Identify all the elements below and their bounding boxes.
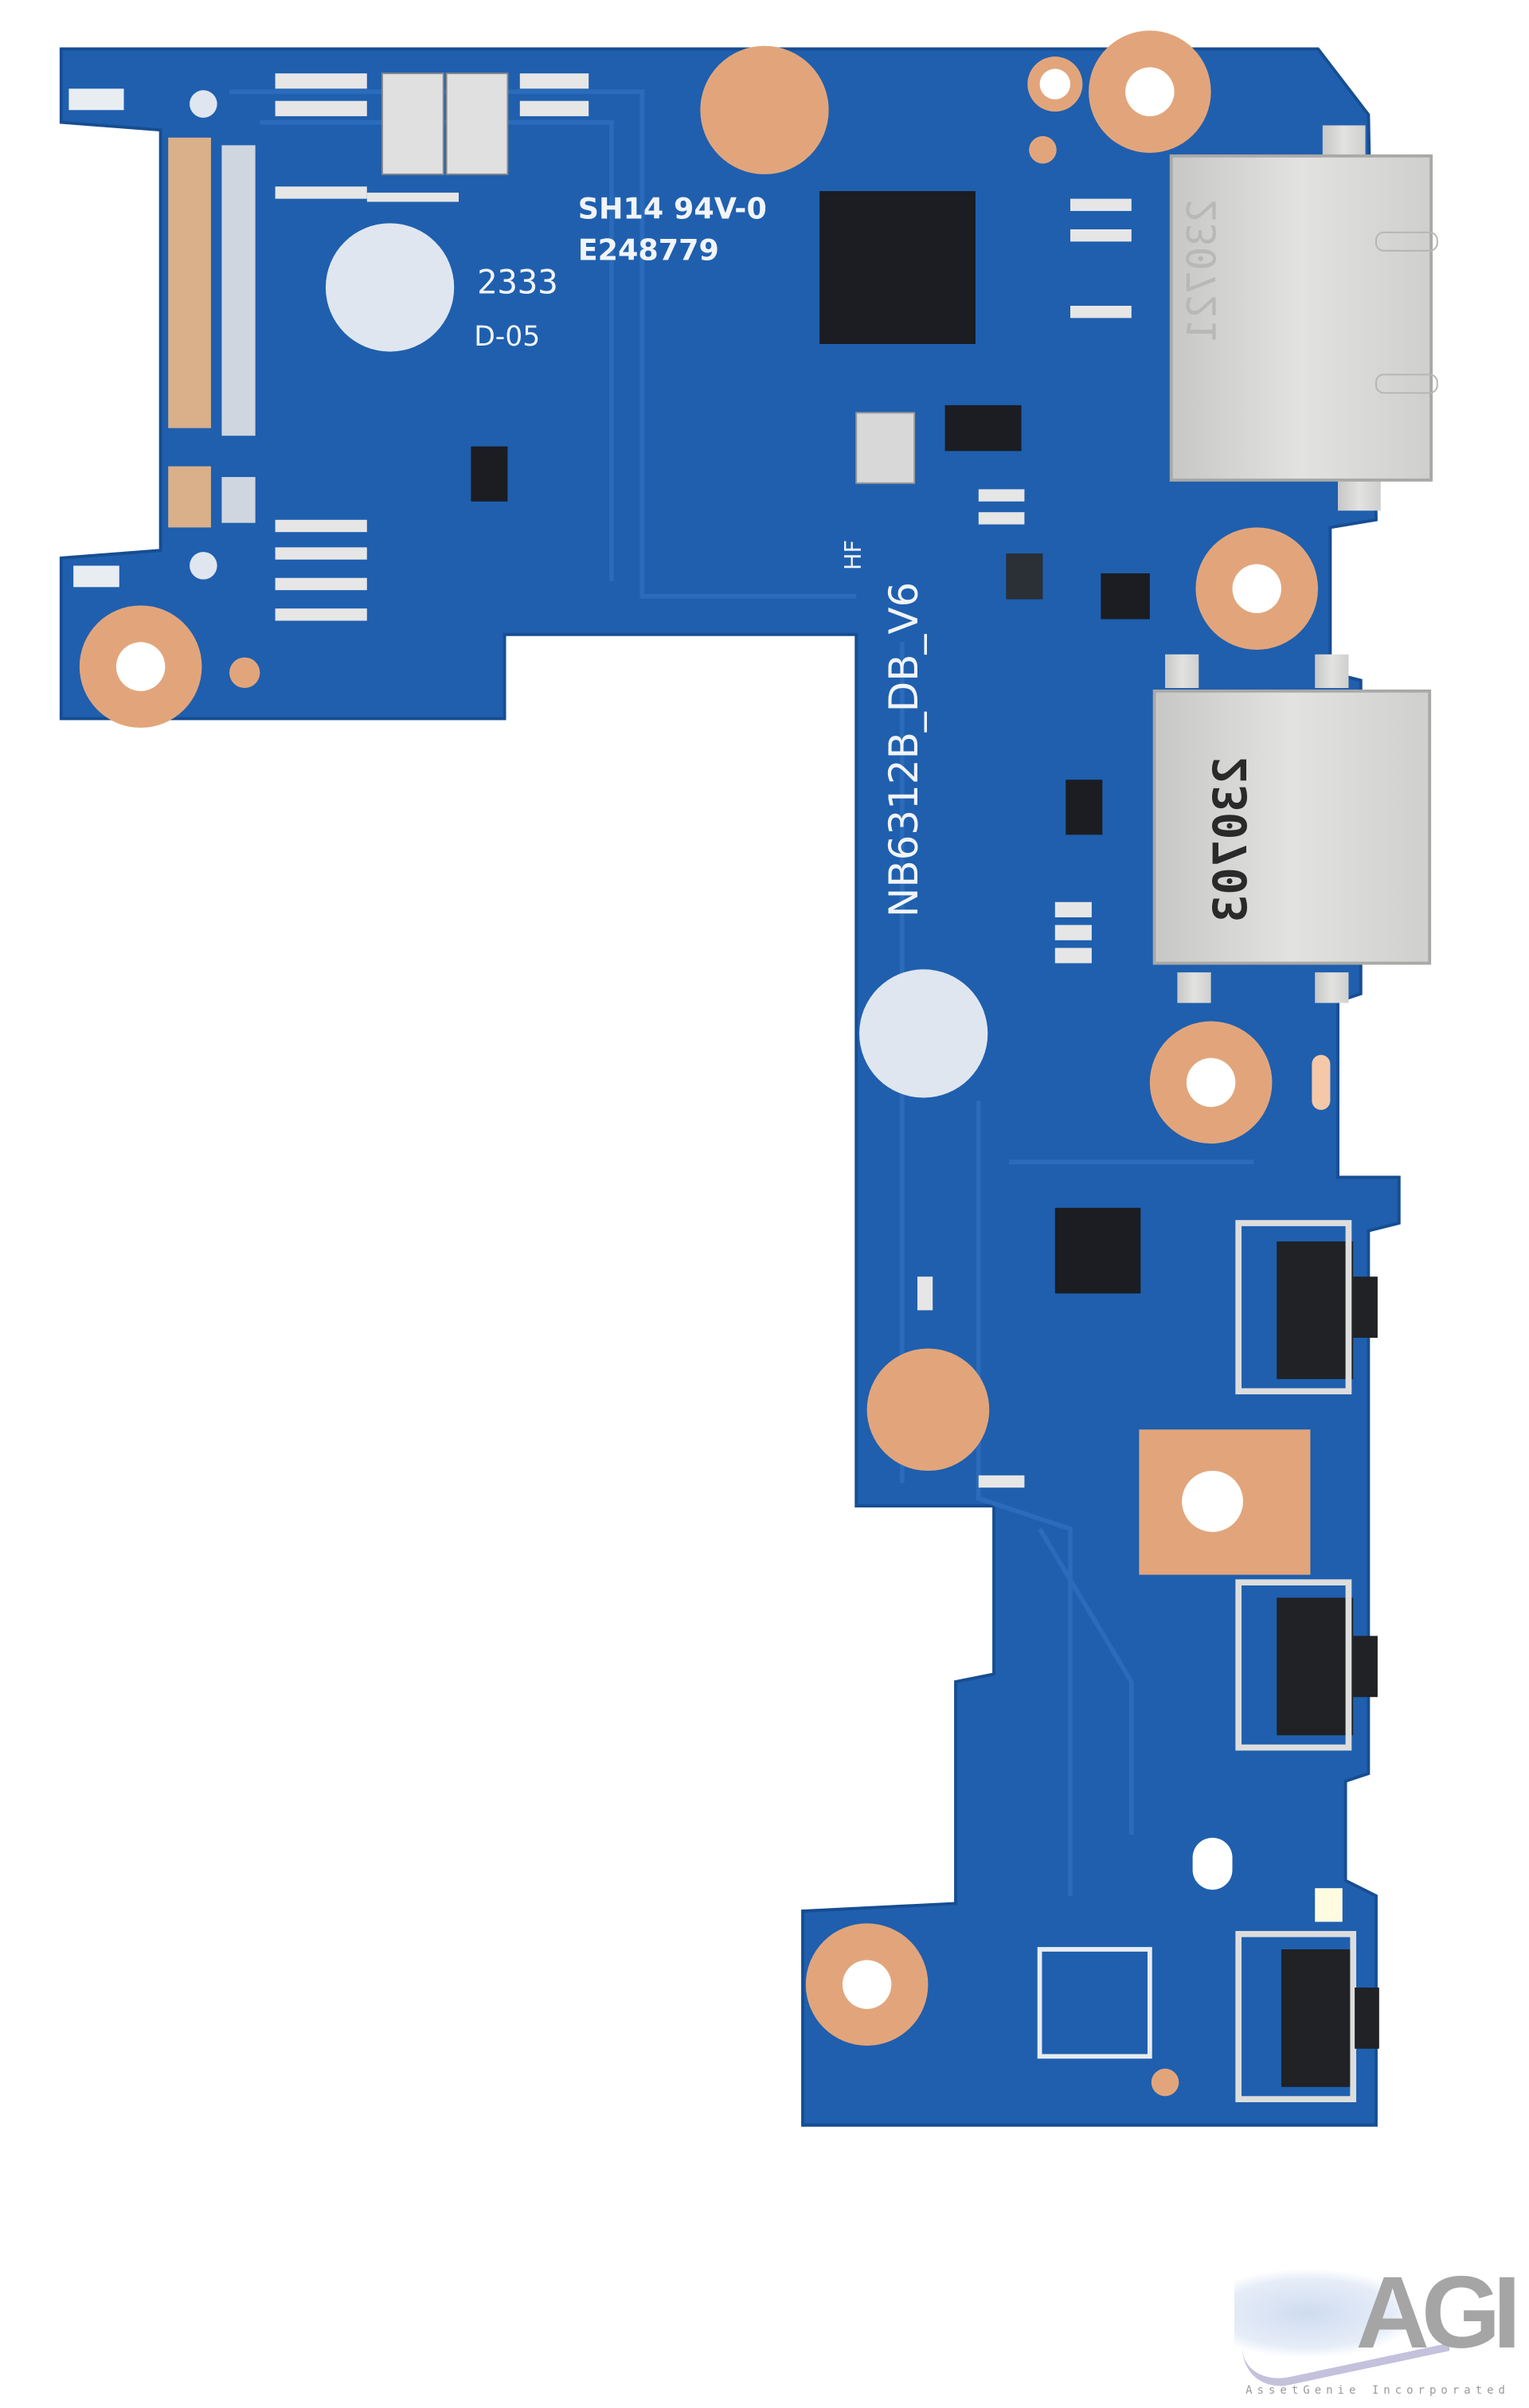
side-switches [1037, 1220, 1379, 2102]
ic-chips [471, 191, 1150, 1294]
world-map-graphic [1234, 2269, 1418, 2357]
ul-file-label: E248779 [578, 233, 719, 267]
hf-mark: HF [839, 540, 866, 570]
capacitors [381, 72, 509, 175]
logo-text: AGI [1355, 2256, 1521, 2370]
usb-a-port [1152, 654, 1432, 1003]
mounting-holes [79, 30, 1331, 2097]
usb-c-port [1169, 125, 1438, 511]
date-code-label: 2333 [477, 263, 558, 302]
revision-label: D-05 [474, 321, 540, 353]
watermark-logo: AGI AssetGenie Incorporated [1226, 2254, 1521, 2405]
smd-components [275, 73, 1343, 1922]
fpc-connector [68, 88, 256, 588]
usb-c-marking: 230721 [1179, 199, 1225, 342]
ul-rating-label: SH14 94V-0 [578, 192, 767, 226]
usb-a-marking: 230703 [1204, 756, 1257, 922]
company-name: AssetGenie Incorporated [1245, 2384, 1510, 2397]
board-model-label: NB6312B_DB_V6 [881, 582, 927, 917]
